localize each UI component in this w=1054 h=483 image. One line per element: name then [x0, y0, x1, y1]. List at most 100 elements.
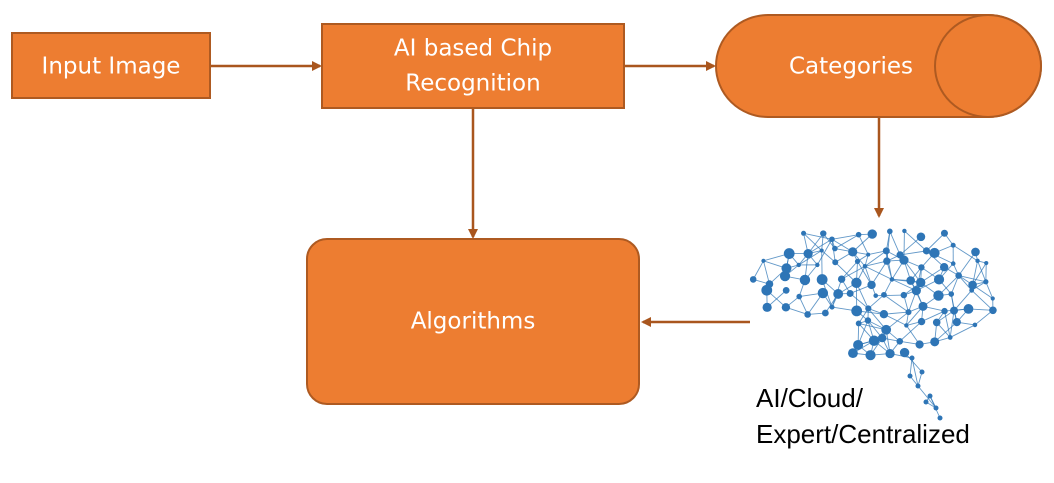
brain-link — [971, 289, 994, 311]
brain-link — [864, 250, 887, 267]
brain-node — [905, 309, 912, 316]
brain-node — [907, 373, 913, 379]
brain-node — [848, 348, 858, 359]
brain-link — [926, 232, 945, 252]
brain-node — [972, 322, 978, 328]
brain-node — [851, 277, 862, 289]
brain-node — [948, 291, 955, 297]
brain-link — [949, 324, 976, 338]
input-image-label: Input Image — [42, 54, 181, 80]
brain-node — [761, 284, 773, 296]
brain-link — [917, 385, 937, 409]
brain-link — [949, 310, 955, 338]
brain-node — [983, 279, 989, 285]
brain-node — [900, 291, 908, 299]
brain-node — [783, 248, 795, 259]
brain-link — [899, 236, 922, 256]
brain-node — [878, 333, 887, 343]
categories-node: Categories — [715, 14, 1042, 118]
brain-node — [862, 263, 868, 269]
brain-node — [932, 318, 941, 327]
brain-node — [882, 247, 890, 255]
algorithms-label: Algorithms — [411, 309, 536, 335]
brain-node — [909, 355, 915, 361]
brain-link — [752, 260, 764, 280]
brain-link — [952, 244, 978, 262]
algorithms-node: Algorithms — [306, 238, 640, 405]
brain-node — [866, 252, 871, 257]
brain-node — [855, 231, 862, 238]
brain-node — [801, 230, 807, 236]
brain-node — [950, 306, 959, 315]
brain-node — [902, 228, 907, 234]
brain-node — [955, 272, 962, 279]
brain-link — [798, 250, 822, 266]
brain-link — [875, 294, 904, 297]
brain-link — [974, 309, 994, 326]
brain-caption-line2: Expert/Centralized — [756, 419, 970, 449]
brain-node — [796, 262, 801, 268]
brain-node — [933, 405, 939, 411]
brain-node — [819, 248, 824, 253]
brain-node — [779, 271, 791, 282]
brain-node — [762, 302, 772, 312]
brain-node — [915, 277, 926, 288]
brain-node — [930, 337, 940, 347]
categories-cylinder-cap — [934, 14, 1042, 118]
brain-node — [937, 415, 943, 421]
brain-link — [841, 265, 866, 280]
brain-node — [821, 309, 829, 317]
chip-recognition-node: AI based Chip Recognition — [321, 23, 625, 109]
brain-link — [834, 234, 859, 249]
brain-node — [829, 304, 835, 310]
brain-link — [944, 310, 951, 338]
brain-node — [749, 276, 757, 283]
chip-recognition-label-line1: AI based Chip — [394, 36, 552, 62]
brain-node — [853, 339, 864, 350]
brain-link — [985, 281, 994, 299]
brain-link — [849, 293, 869, 309]
brain-node — [919, 369, 925, 375]
brain-node — [963, 304, 974, 314]
brain-node — [941, 307, 948, 315]
brain-node — [833, 289, 844, 299]
brain-node — [904, 323, 909, 328]
brain-link — [889, 231, 901, 256]
brain-node — [933, 274, 945, 285]
brain-node — [950, 261, 956, 266]
brain-node — [881, 291, 887, 298]
brain-link — [953, 290, 973, 311]
brain-node — [887, 228, 893, 235]
brain-link — [900, 250, 927, 256]
brain-node — [952, 318, 961, 327]
brain-link — [911, 357, 919, 387]
brain-node — [865, 305, 872, 312]
brain-node — [915, 383, 921, 389]
brain-node — [867, 229, 877, 239]
brain-node — [947, 335, 953, 340]
brain-link — [864, 260, 887, 267]
brain-node — [867, 280, 876, 290]
brain-caption: AI/Cloud/ Expert/Centralized — [756, 380, 970, 452]
brain-node — [922, 247, 931, 255]
brain-node — [817, 287, 829, 299]
brain-node — [989, 306, 997, 315]
brain-node — [804, 311, 811, 318]
brain-node — [761, 258, 766, 263]
brain-node — [984, 260, 989, 266]
brain-node — [820, 230, 827, 237]
brain-node — [918, 301, 928, 311]
brain-node — [939, 262, 949, 272]
brain-node — [975, 258, 980, 264]
brain-node — [848, 247, 858, 257]
brain-node — [906, 276, 915, 285]
brain-link — [904, 230, 927, 252]
brain-link — [921, 310, 945, 322]
brain-node — [829, 236, 835, 243]
brain-node — [782, 286, 790, 294]
categories-label: Categories — [789, 54, 913, 80]
brain-node — [881, 324, 892, 335]
brain-link — [858, 234, 869, 255]
brain-link — [934, 321, 958, 343]
